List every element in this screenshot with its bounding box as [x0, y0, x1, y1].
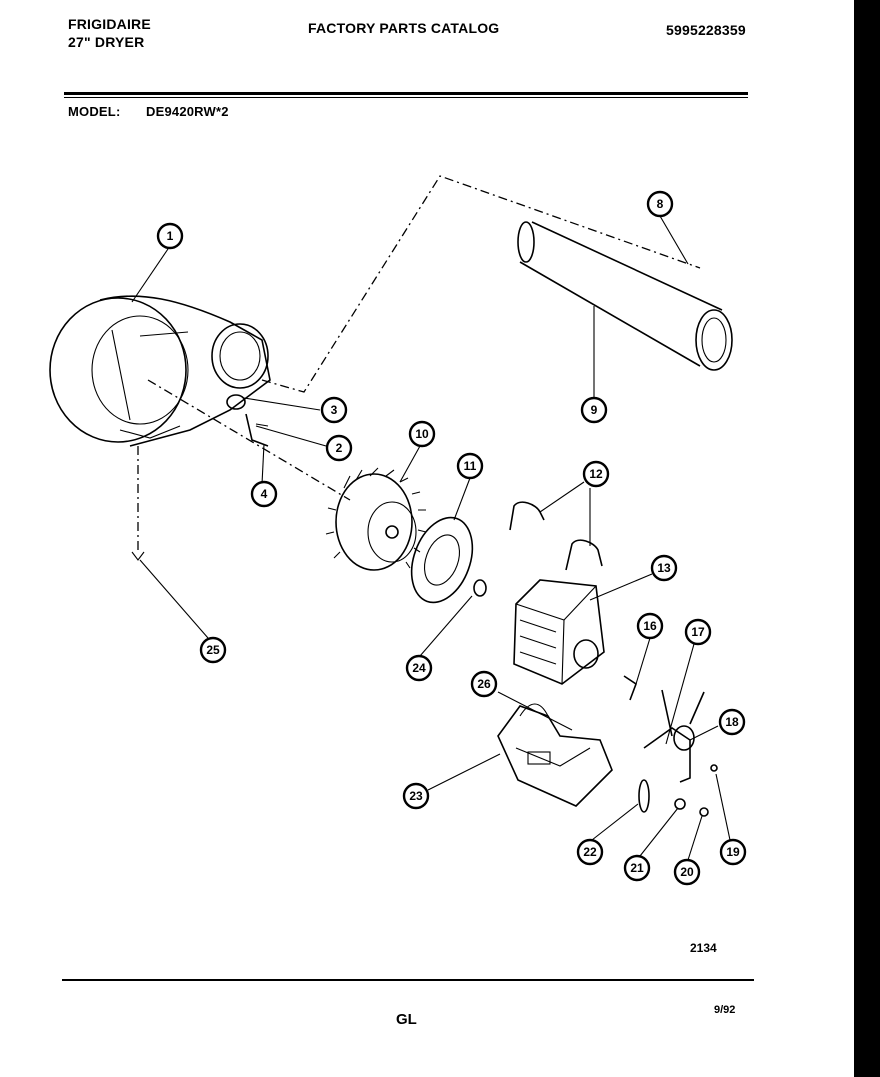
svg-text:13: 13: [657, 561, 671, 575]
revision-date: 9/92: [714, 1004, 736, 1016]
svg-text:18: 18: [725, 715, 739, 729]
part-nut: [674, 798, 686, 810]
leader-lines: [131, 215, 731, 861]
part-blower-housing: [49, 295, 271, 447]
svg-text:10: 10: [415, 427, 429, 441]
callout-17: 17: [684, 618, 712, 646]
part-clip: [509, 501, 545, 531]
callout-21: 21: [623, 854, 651, 882]
callout-10: 10: [408, 420, 436, 448]
svg-text:1: 1: [167, 229, 174, 243]
page-edge-shadow: [854, 0, 880, 1077]
svg-text:12: 12: [589, 467, 603, 481]
part-clamp-ring: [473, 579, 487, 597]
svg-text:3: 3: [331, 403, 338, 417]
exploded-parts-diagram: 1 2 3 4 8 9 10 11 12 13 16 17 18 19 20 2…: [49, 175, 747, 886]
callout-9: 9: [580, 396, 608, 424]
callout-19: 19: [719, 838, 747, 866]
callout-4: 4: [250, 480, 278, 508]
svg-text:9: 9: [591, 403, 598, 417]
figure-number: 2134: [690, 941, 717, 955]
svg-text:22: 22: [583, 845, 597, 859]
callout-13: 13: [650, 554, 678, 582]
model-label: MODEL:: [68, 104, 121, 119]
svg-text:23: 23: [409, 789, 423, 803]
header-rule-thin: [64, 97, 748, 98]
part-small-hardware: [226, 394, 269, 447]
callout-25: 25: [199, 636, 227, 664]
callout-2: 2: [325, 434, 353, 462]
part-screw: [131, 551, 145, 561]
svg-text:4: 4: [261, 487, 268, 501]
part-idler-pulley: [410, 516, 474, 604]
assembly-line: [261, 175, 701, 393]
callout-1: 1: [156, 222, 184, 250]
callout-16: 16: [636, 612, 664, 640]
part-motor: [513, 579, 605, 685]
callout-23: 23: [402, 782, 430, 810]
callout-8: 8: [646, 190, 674, 218]
part-idler-spring: [638, 779, 650, 813]
svg-text:20: 20: [680, 865, 694, 879]
svg-text:26: 26: [477, 677, 491, 691]
part-motor-mount: [497, 703, 613, 807]
svg-text:21: 21: [630, 861, 644, 875]
assembly-line: [147, 379, 351, 501]
callout-20: 20: [673, 858, 701, 886]
part-spring-clip: [623, 675, 637, 701]
callout-18: 18: [718, 708, 746, 736]
product-name: 27" DRYER: [68, 34, 145, 50]
header-rule: [64, 92, 748, 95]
page-title: FACTORY PARTS CATALOG: [308, 20, 500, 36]
svg-text:25: 25: [206, 643, 220, 657]
callout-11: 11: [456, 452, 484, 480]
svg-text:8: 8: [657, 197, 664, 211]
part-idler-bracket: [643, 689, 705, 783]
part-screw: [710, 764, 718, 772]
model-value: DE9420RW*2: [146, 104, 229, 119]
callout-26: 26: [470, 670, 498, 698]
callout-22: 22: [576, 838, 604, 866]
callout-3: 3: [320, 396, 348, 424]
svg-text:19: 19: [726, 845, 740, 859]
svg-text:24: 24: [412, 661, 426, 675]
brand-name: FRIGIDAIRE: [68, 16, 151, 32]
part-exhaust-duct: [517, 221, 733, 371]
svg-text:2: 2: [336, 441, 343, 455]
catalog-number: 5995228359: [666, 22, 746, 38]
svg-text:16: 16: [643, 619, 657, 633]
footer-rule: [62, 979, 754, 981]
callout-24: 24: [405, 654, 433, 682]
callout-12: 12: [582, 460, 610, 488]
svg-text:11: 11: [464, 459, 477, 473]
manufacturer-code: GL: [396, 1011, 417, 1028]
svg-text:17: 17: [691, 625, 705, 639]
part-blower-wheel: [325, 467, 427, 571]
part-washer: [699, 807, 709, 817]
part-clip: [565, 539, 603, 571]
